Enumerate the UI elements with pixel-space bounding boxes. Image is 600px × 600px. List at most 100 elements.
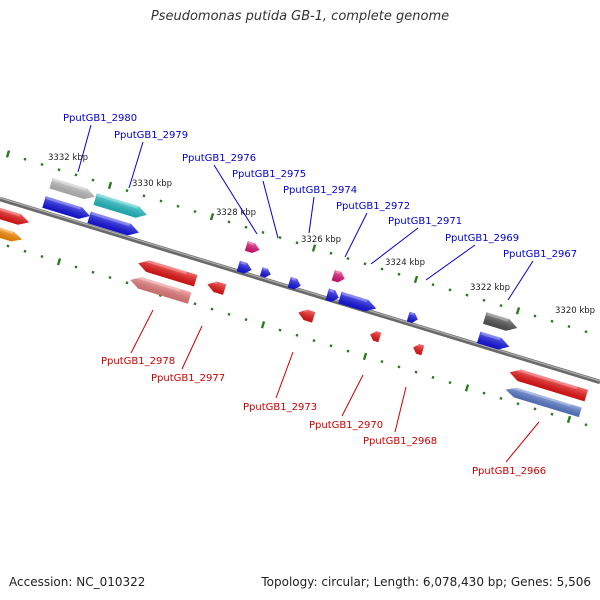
minor-tick bbox=[278, 236, 282, 240]
label-leader-line bbox=[344, 212, 368, 258]
gene-arrow bbox=[0, 204, 30, 225]
label-leader-line bbox=[425, 244, 476, 281]
label-leader-line bbox=[77, 124, 92, 173]
gene-arrow bbox=[325, 288, 339, 302]
gene-arrow bbox=[244, 241, 260, 253]
minor-tick bbox=[499, 396, 503, 400]
minor-tick bbox=[550, 412, 554, 416]
gene-arrow bbox=[138, 257, 198, 287]
gene-arrow bbox=[259, 267, 271, 278]
major-tick bbox=[260, 321, 266, 329]
label-leader-line bbox=[181, 325, 203, 370]
gene-arrow bbox=[42, 196, 90, 219]
label-leader-line bbox=[341, 374, 364, 417]
minor-tick bbox=[397, 365, 401, 369]
minor-tick bbox=[193, 302, 197, 306]
minor-tick bbox=[23, 157, 27, 161]
minor-tick bbox=[125, 189, 129, 193]
minor-tick bbox=[142, 194, 146, 198]
gene-label: PputGB1_2979 bbox=[114, 130, 188, 141]
label-leader-line bbox=[130, 309, 154, 354]
minor-tick bbox=[482, 298, 486, 302]
minor-tick bbox=[380, 360, 384, 364]
major-tick bbox=[362, 352, 368, 361]
gene-label: PputGB1_2974 bbox=[283, 185, 357, 196]
minor-tick bbox=[210, 307, 214, 311]
minor-tick bbox=[278, 328, 282, 332]
minor-tick bbox=[108, 276, 112, 279]
label-leader-line bbox=[308, 196, 315, 234]
scale-label: 3324 kbp bbox=[385, 258, 425, 268]
label-leader-line bbox=[275, 351, 294, 399]
minor-tick bbox=[397, 272, 401, 276]
minor-tick bbox=[414, 370, 418, 374]
minor-tick bbox=[227, 220, 231, 224]
gene-label: PputGB1_2976 bbox=[182, 153, 256, 164]
label-leader-line bbox=[394, 386, 407, 433]
map-title: Pseudomonas putida GB-1, complete genome bbox=[150, 9, 450, 24]
gene-label: PputGB1_2971 bbox=[388, 216, 462, 227]
genome-summary-text: Topology: circular; Length: 6,078,430 bp… bbox=[261, 575, 591, 589]
minor-tick bbox=[533, 407, 537, 411]
gene-arrow bbox=[130, 274, 192, 304]
gene-label: PputGB1_2975 bbox=[232, 169, 306, 180]
minor-tick bbox=[40, 163, 44, 166]
minor-tick bbox=[295, 333, 299, 337]
scale-label: 3326 kbp bbox=[301, 235, 341, 245]
gene-arrow bbox=[406, 311, 418, 323]
minor-tick bbox=[363, 262, 367, 266]
minor-tick bbox=[23, 249, 27, 253]
minor-tick bbox=[380, 267, 384, 271]
gene-arrow bbox=[0, 223, 23, 242]
minor-tick bbox=[329, 251, 333, 255]
minor-tick bbox=[74, 173, 78, 177]
gene-label: PputGB1_2967 bbox=[503, 249, 577, 260]
accession-text: Accession: NC_010322 bbox=[9, 575, 146, 589]
minor-tick bbox=[448, 381, 452, 385]
minor-tick bbox=[176, 204, 180, 208]
minor-tick bbox=[516, 402, 520, 406]
major-tick bbox=[311, 244, 317, 252]
minor-tick bbox=[431, 375, 435, 379]
major-tick bbox=[413, 275, 419, 284]
label-leader-line bbox=[213, 164, 258, 235]
gene-arrow bbox=[476, 331, 510, 350]
label-leader-line bbox=[505, 421, 540, 463]
gene-label: PputGB1_2966 bbox=[472, 466, 546, 477]
label-leader-line bbox=[370, 227, 419, 265]
minor-tick bbox=[193, 210, 197, 213]
minor-tick bbox=[227, 312, 231, 316]
gene-label: PputGB1_2968 bbox=[363, 436, 437, 447]
minor-tick bbox=[431, 283, 435, 287]
minor-tick bbox=[295, 241, 299, 245]
minor-tick bbox=[74, 265, 78, 269]
minor-tick bbox=[244, 225, 248, 229]
gene-label: PputGB1_2973 bbox=[243, 402, 317, 413]
gene-arrow bbox=[87, 211, 139, 236]
gene-label: PputGB1_2977 bbox=[151, 373, 225, 384]
minor-tick bbox=[40, 255, 44, 258]
gene-features bbox=[0, 178, 589, 418]
minor-tick bbox=[329, 344, 333, 348]
gene-arrow bbox=[49, 178, 95, 200]
gene-arrow bbox=[482, 312, 518, 331]
minor-tick bbox=[244, 318, 248, 322]
minor-tick bbox=[346, 257, 350, 260]
label-leader-line bbox=[262, 180, 279, 239]
minor-tick bbox=[159, 199, 163, 203]
major-tick bbox=[5, 150, 11, 158]
minor-tick bbox=[448, 288, 452, 292]
gene-arrow bbox=[370, 330, 382, 343]
minor-tick bbox=[584, 330, 588, 334]
major-tick bbox=[515, 307, 521, 315]
minor-tick bbox=[465, 293, 469, 297]
minor-tick bbox=[125, 281, 129, 285]
gene-arrow bbox=[413, 343, 425, 356]
label-leader-line bbox=[507, 260, 534, 301]
minor-tick bbox=[6, 244, 10, 248]
gene-label: PputGB1_2980 bbox=[63, 113, 137, 124]
minor-tick bbox=[550, 319, 554, 323]
minor-tick bbox=[482, 391, 486, 395]
